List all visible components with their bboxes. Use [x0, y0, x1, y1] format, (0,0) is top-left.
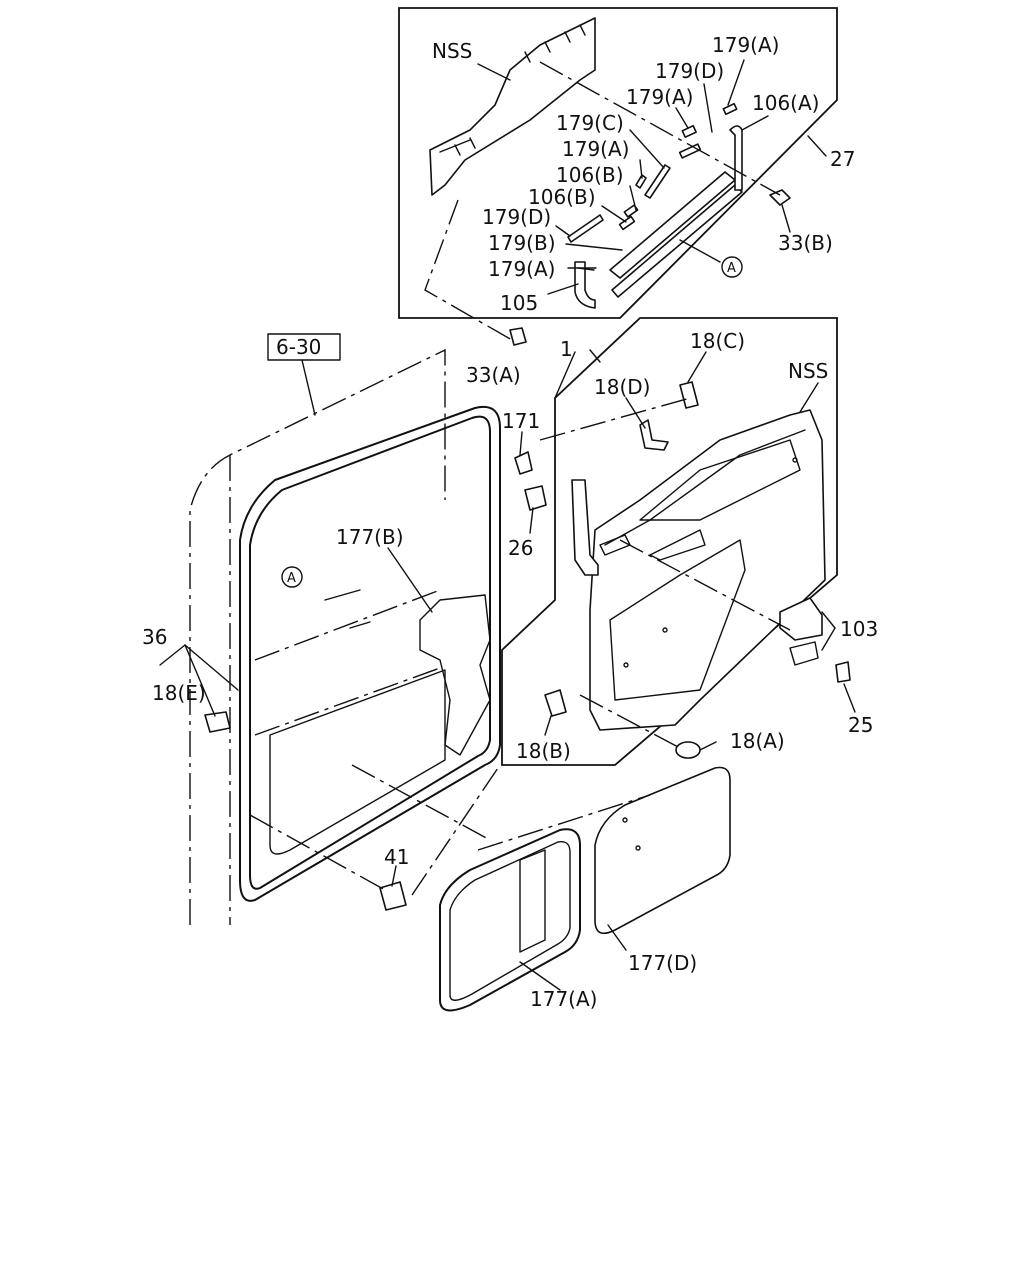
- ref-box-6-30: [267, 333, 341, 361]
- label-18c: 18(C): [690, 329, 745, 353]
- label-105: 105: [500, 291, 538, 315]
- door-trim-panel: [501, 317, 838, 766]
- label-106a: 106(A): [752, 91, 819, 115]
- label-circle-a-mid: A: [287, 571, 296, 586]
- label-179a-2: 179(A): [626, 85, 693, 109]
- label-179b: 179(B): [488, 231, 556, 255]
- label-106b-2: 106(B): [528, 185, 596, 209]
- label-1: 1: [560, 337, 573, 361]
- label-179d-1: 179(D): [655, 59, 724, 83]
- label-33b: 33(B): [778, 231, 833, 255]
- label-18e: 18(E): [152, 681, 206, 705]
- part-labels: NSS 179(A) 179(D) 179(A) 106(A) 179(C) 1…: [142, 33, 878, 1011]
- label-26: 26: [508, 536, 533, 560]
- label-171: 171: [502, 409, 540, 433]
- label-177d: 177(D): [628, 951, 697, 975]
- door-frame-outline: [189, 348, 446, 925]
- leaders: [159, 349, 856, 991]
- label-106b-1: 106(B): [556, 163, 624, 187]
- label-179d-2: 179(D): [482, 205, 551, 229]
- top-leaders: [424, 59, 827, 341]
- label-179c: 179(C): [556, 111, 624, 135]
- label-nss-mid: NSS: [788, 359, 828, 383]
- label-ref-6-30: 6-30: [276, 335, 321, 359]
- label-177b: 177(B): [336, 525, 404, 549]
- label-18b: 18(B): [516, 739, 571, 763]
- label-nss-top: NSS: [432, 39, 472, 63]
- small-parts: [204, 327, 851, 911]
- window-panes: [439, 766, 731, 1012]
- label-179a-1: 179(A): [712, 33, 779, 57]
- label-27: 27: [830, 147, 855, 171]
- label-179a-3: 179(A): [562, 137, 629, 161]
- label-circle-a-top: A: [727, 261, 736, 276]
- label-179a-4: 179(A): [488, 257, 555, 281]
- label-18d: 18(D): [594, 375, 650, 399]
- label-18a: 18(A): [730, 729, 785, 753]
- label-36: 36: [142, 625, 167, 649]
- door-seal: [239, 406, 501, 902]
- label-177a: 177(A): [530, 987, 597, 1011]
- label-33a: 33(A): [466, 363, 521, 387]
- label-103: 103: [840, 617, 878, 641]
- top-inset: [398, 7, 838, 319]
- label-41: 41: [384, 845, 409, 869]
- label-25: 25: [848, 713, 873, 737]
